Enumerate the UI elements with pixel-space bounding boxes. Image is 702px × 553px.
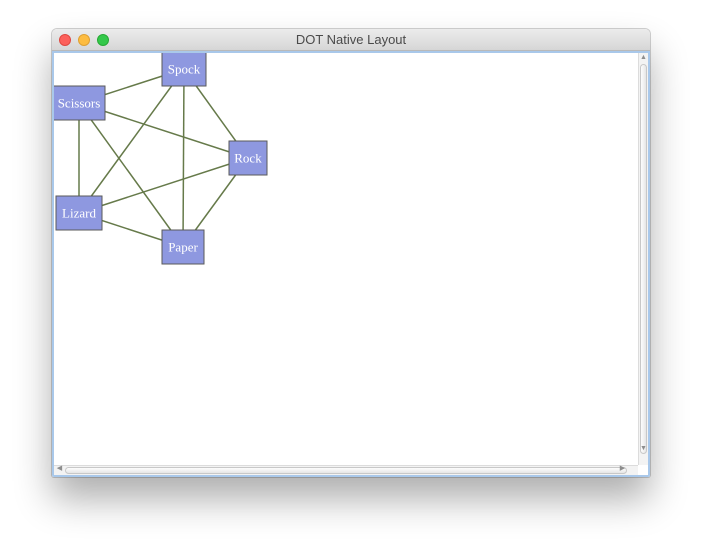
node-box xyxy=(161,53,207,87)
scroll-left-arrow-icon[interactable]: ◀ xyxy=(56,465,63,472)
node-box xyxy=(161,229,205,265)
title-bar[interactable]: DOT Native Layout xyxy=(52,29,650,51)
edge-spock-lizard xyxy=(78,68,185,214)
edge-scissors-rock xyxy=(78,102,249,159)
node-label: Rock xyxy=(234,151,262,166)
node-box xyxy=(54,85,106,121)
edge-lizard-rock xyxy=(78,157,249,214)
node-label: Lizard xyxy=(62,206,96,221)
minimize-window-button[interactable] xyxy=(78,34,90,46)
edge-scissors-paper xyxy=(78,102,184,248)
scroll-right-arrow-icon[interactable]: ▶ xyxy=(619,465,626,472)
close-window-button[interactable] xyxy=(59,34,71,46)
scroll-up-arrow-icon[interactable]: ▲ xyxy=(640,54,647,61)
horizontal-scroll-thumb[interactable] xyxy=(65,467,627,474)
node-box xyxy=(228,140,268,176)
vertical-scroll-thumb[interactable] xyxy=(640,64,647,454)
window-title: DOT Native Layout xyxy=(295,32,407,47)
horizontal-scrollbar[interactable]: ◀ ▶ xyxy=(54,465,638,475)
node-paper[interactable]: Paper xyxy=(161,229,205,265)
node-label: Spock xyxy=(168,62,201,77)
zoom-window-button[interactable] xyxy=(97,34,109,46)
node-box xyxy=(55,195,103,231)
node-label: Scissors xyxy=(58,96,101,111)
node-label: Paper xyxy=(168,240,198,255)
node-spock[interactable]: Spock xyxy=(161,53,207,87)
edge-spock-paper xyxy=(182,68,185,248)
node-rock[interactable]: Rock xyxy=(228,140,268,176)
node-lizard[interactable]: Lizard xyxy=(55,195,103,231)
node-scissors[interactable]: Scissors xyxy=(54,85,106,121)
vertical-scrollbar[interactable]: ▲ ▼ xyxy=(638,53,648,465)
scroll-down-arrow-icon[interactable]: ▼ xyxy=(640,445,647,452)
